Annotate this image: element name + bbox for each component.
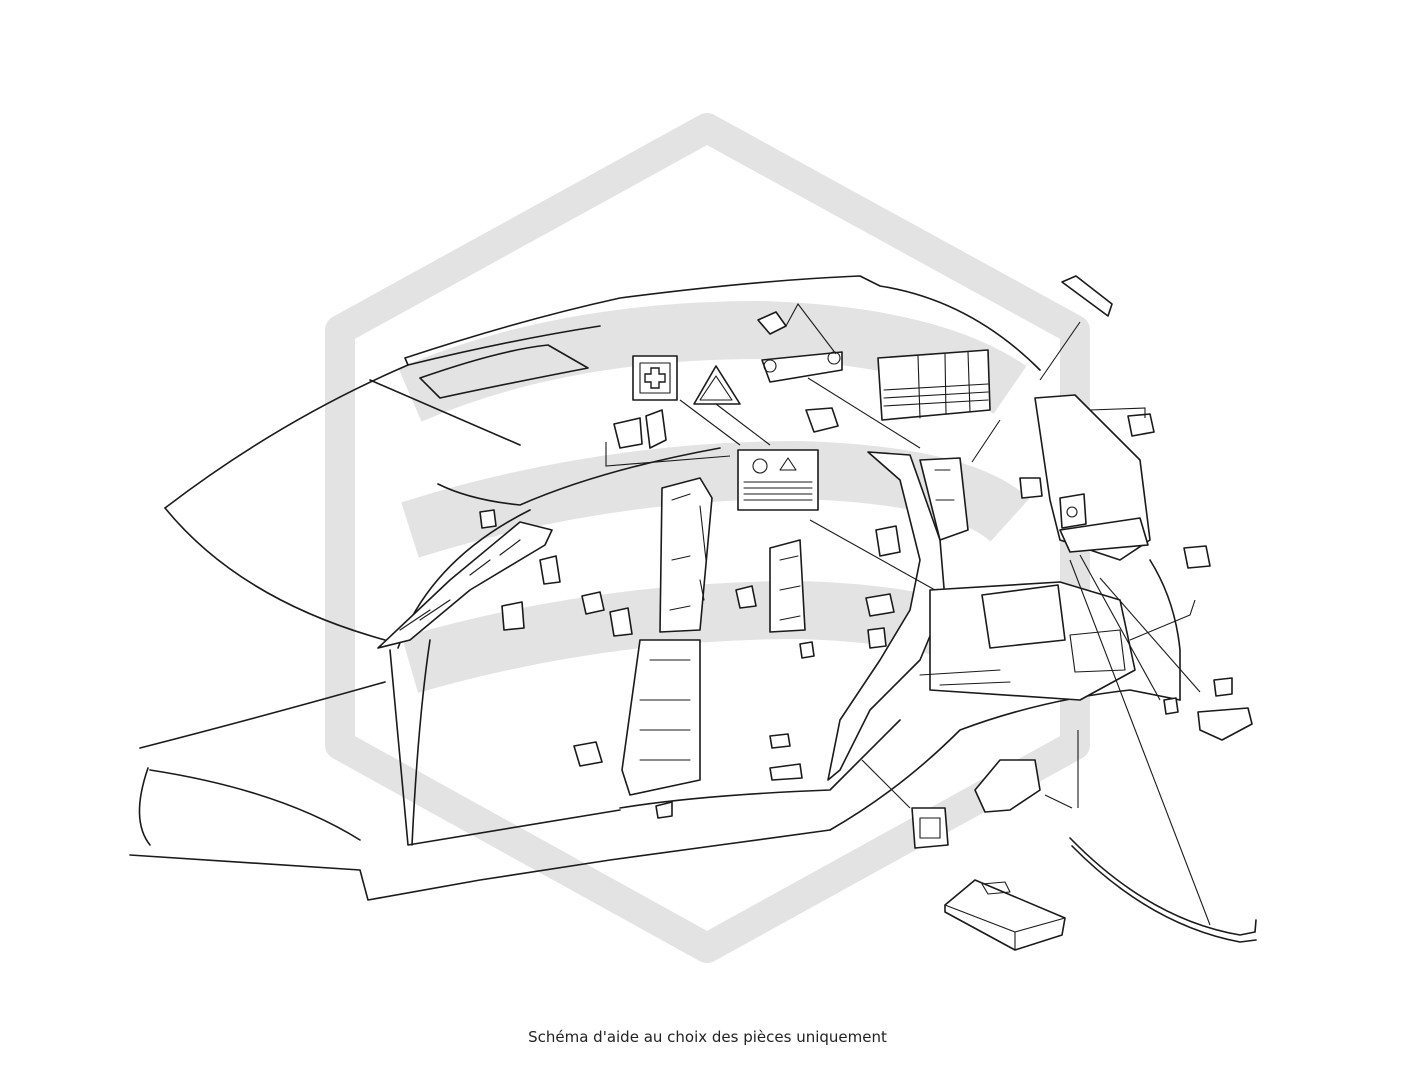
- a-pillar-trim: [377, 521, 553, 649]
- rear-quarter-trim-panel: [919, 581, 1136, 701]
- c-pillar-trim: [827, 451, 946, 781]
- roof-speaker-grille: [877, 349, 991, 421]
- warning-triangle-icon: [693, 365, 741, 405]
- trim-clip: [911, 807, 949, 849]
- weatherstrip: [1069, 837, 1257, 943]
- room-lamp-panel: [737, 449, 819, 511]
- assist-grip: [761, 351, 843, 383]
- seat-belt-guide: [919, 457, 969, 541]
- rear-lower-cover: [974, 759, 1041, 813]
- first-aid-cross-icon: [632, 355, 678, 401]
- accessory-box: [944, 879, 1066, 951]
- fasteners: [479, 275, 1253, 819]
- b-pillar-upper-trim: [659, 477, 713, 633]
- center-bracket: [769, 539, 806, 633]
- leader-lines: [605, 302, 1211, 926]
- car-body-outline: [129, 275, 1181, 901]
- diagram-caption: Schéma d'aide au choix des pièces unique…: [528, 1028, 887, 1046]
- b-pillar-lower-trim: [621, 639, 701, 796]
